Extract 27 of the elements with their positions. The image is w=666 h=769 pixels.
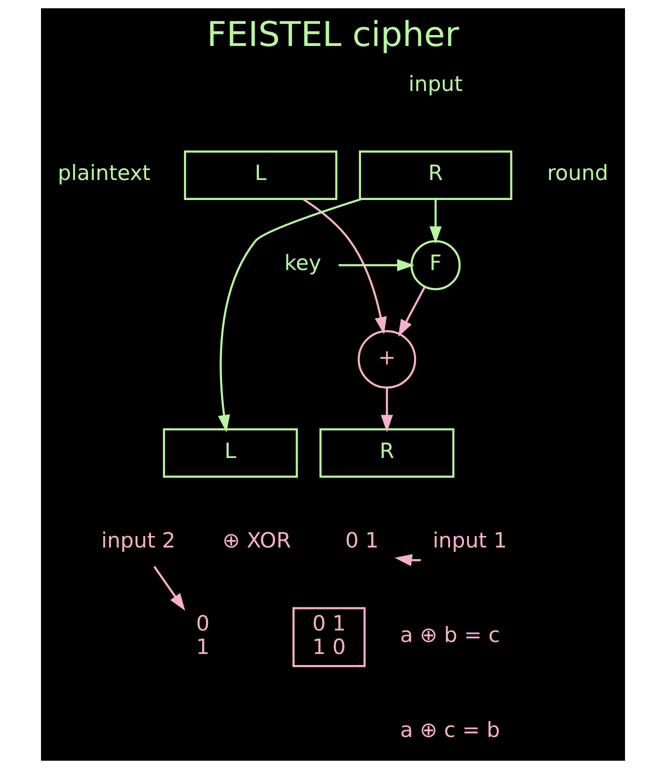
node-circle: F bbox=[410, 240, 461, 290]
label: round bbox=[547, 160, 608, 186]
arrow bbox=[394, 554, 421, 566]
node-text: key bbox=[284, 250, 322, 276]
arrow bbox=[398, 286, 426, 337]
node-text: 0 1 bbox=[196, 610, 210, 660]
node-box: 0 1 1 0 bbox=[292, 607, 366, 668]
node-text: input 2 bbox=[101, 527, 176, 552]
node-box: R bbox=[319, 428, 454, 478]
node-text: 0 1 bbox=[345, 527, 379, 552]
arrow bbox=[430, 199, 442, 244]
label: a ⊕ c = b bbox=[400, 716, 500, 742]
arrow bbox=[380, 388, 394, 432]
node-box: L bbox=[184, 150, 338, 200]
diagram-title: FEISTEL cipher bbox=[206, 15, 460, 56]
arrow bbox=[218, 198, 362, 432]
node-box: R bbox=[358, 150, 512, 200]
node-box: L bbox=[162, 428, 298, 478]
arrow bbox=[153, 566, 186, 611]
label: ⊕ XOR bbox=[222, 527, 291, 552]
node-text: input 1 bbox=[432, 527, 507, 552]
label: plaintext bbox=[58, 160, 151, 186]
arrow bbox=[338, 259, 415, 272]
arrow bbox=[302, 198, 387, 334]
label: input bbox=[408, 70, 463, 96]
label: a ⊕ b = c bbox=[400, 622, 500, 648]
node-circle: + bbox=[358, 330, 416, 389]
